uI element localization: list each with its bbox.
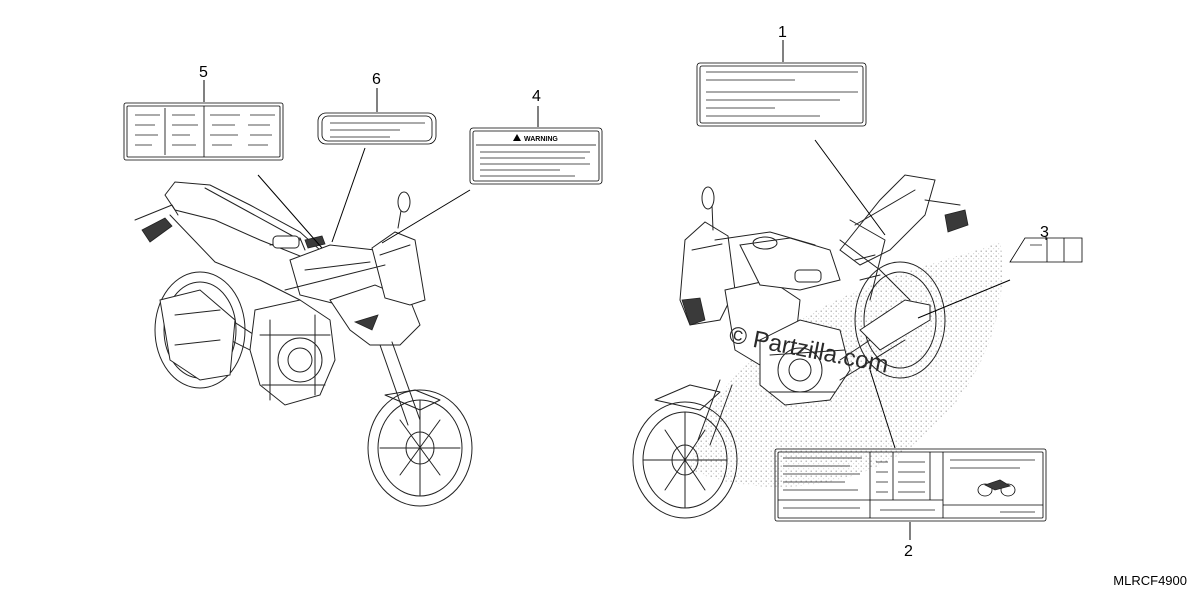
callout-number-3: 3 [1040, 224, 1049, 241]
callout-number-4: 4 [532, 88, 541, 105]
diagram-code: MLRCF4900 [1113, 573, 1187, 588]
callout-number-1: 1 [778, 24, 787, 41]
callout-number-6: 6 [372, 71, 381, 88]
label-4-warning-rectangle: WARNING [469, 127, 603, 185]
callout-number-2: 2 [904, 543, 913, 560]
label-2-rectangle [774, 448, 1047, 522]
label-1-rectangle [696, 62, 867, 127]
label-3-parallelogram [1009, 237, 1083, 263]
left-motorcycle-illustration [134, 181, 473, 507]
callout-number-5: 5 [199, 64, 208, 81]
warning-label-text: WARNING [524, 136, 558, 143]
label-5-rectangle [123, 102, 284, 161]
label-6-rectangle [317, 112, 437, 145]
leader-lines [203, 40, 1047, 540]
right-motorcycle-illustration [632, 174, 969, 519]
